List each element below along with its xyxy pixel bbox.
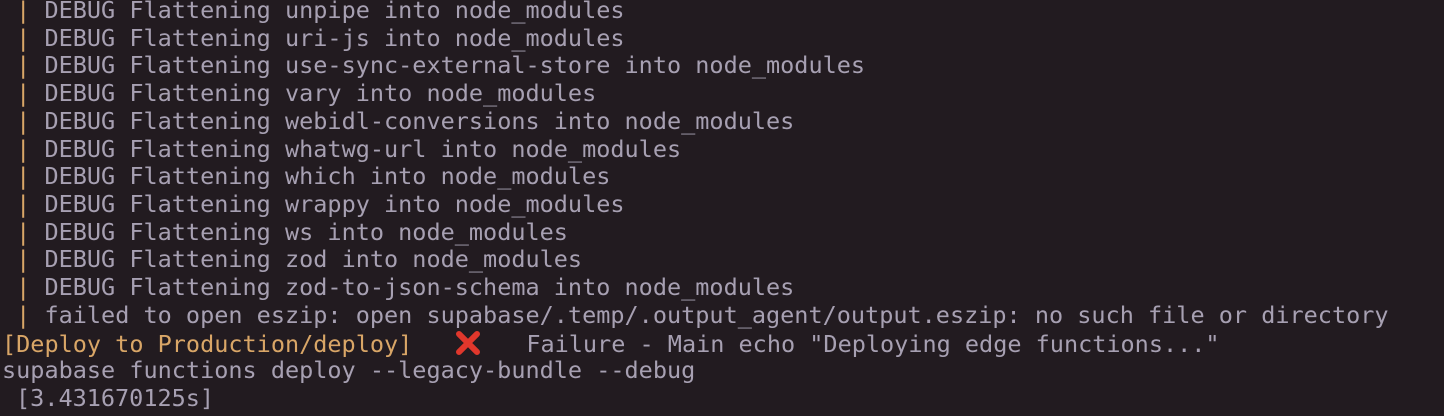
log-line: | DEBUG Flattening webidl-conversions in… (2, 106, 1444, 136)
pipe-prefix: | (2, 0, 45, 24)
pipe-prefix: | (2, 51, 45, 80)
workflow-tag: [Deploy to Production/deploy] (2, 329, 413, 358)
pipe-prefix: | (2, 79, 45, 108)
log-text: DEBUG Flattening vary into node_modules (44, 79, 597, 108)
log-line: | DEBUG Flattening wrappy into node_modu… (2, 190, 1444, 219)
log-line-error: | failed to open eszip: open supabase/.t… (2, 300, 1444, 330)
pipe-prefix: | (2, 23, 45, 52)
pipe-prefix: | (2, 300, 45, 329)
log-text: DEBUG Flattening whatwg-url into node_mo… (44, 134, 682, 163)
log-text: DEBUG Flattening unpipe into node_module… (44, 0, 625, 24)
log-line: | DEBUG Flattening unpipe into node_modu… (2, 0, 1444, 25)
pipe-prefix: | (2, 273, 45, 302)
log-text: DEBUG Flattening zod into node_modules (44, 245, 583, 274)
command-line: supabase functions deploy --legacy-bundl… (2, 356, 1444, 385)
failure-x-icon (454, 330, 482, 356)
log-text: DEBUG Flattening uri-js into node_module… (44, 23, 625, 52)
log-line: | DEBUG Flattening ws into node_modules (2, 217, 1444, 247)
status-line: [Deploy to Production/deploy] Failure - M… (2, 330, 1444, 358)
log-text: DEBUG Flattening ws into node_modules (44, 217, 568, 246)
log-line: | DEBUG Flattening use-sync-external-sto… (2, 52, 1444, 80)
log-text: DEBUG Flattening wrappy into node_module… (44, 190, 625, 219)
log-text: DEBUG Flattening use-sync-external-store… (44, 51, 866, 80)
pipe-prefix: | (2, 190, 45, 219)
pipe-prefix: | (2, 134, 45, 163)
pipe-prefix: | (2, 217, 45, 246)
log-text: DEBUG Flattening zod-to-json-schema into… (44, 273, 795, 302)
log-line: | DEBUG Flattening whatwg-url into node_… (2, 134, 1444, 164)
log-text: DEBUG Flattening webidl-conversions into… (44, 106, 795, 135)
duration-line: [3.431670125s] (2, 384, 1444, 413)
log-line: | DEBUG Flattening uri-js into node_modu… (2, 23, 1444, 53)
log-line: | DEBUG Flattening which into node_modul… (2, 162, 1444, 191)
log-line: | DEBUG Flattening vary into node_module… (2, 79, 1444, 108)
pipe-prefix: | (2, 245, 45, 274)
log-line: | DEBUG Flattening zod into node_modules (2, 246, 1444, 274)
command-text: supabase functions deploy --legacy-bundl… (2, 356, 696, 385)
log-text: DEBUG Flattening which into node_modules (44, 162, 611, 191)
duration-text: [3.431670125s] (16, 384, 215, 413)
log-text: failed to open eszip: open supabase/.tem… (44, 300, 1389, 329)
pipe-prefix: | (2, 162, 45, 191)
log-line: | DEBUG Flattening zod-to-json-schema in… (2, 273, 1444, 302)
pipe-prefix: | (2, 106, 45, 135)
status-message: Failure - Main echo "Deploying edge func… (526, 329, 1220, 358)
